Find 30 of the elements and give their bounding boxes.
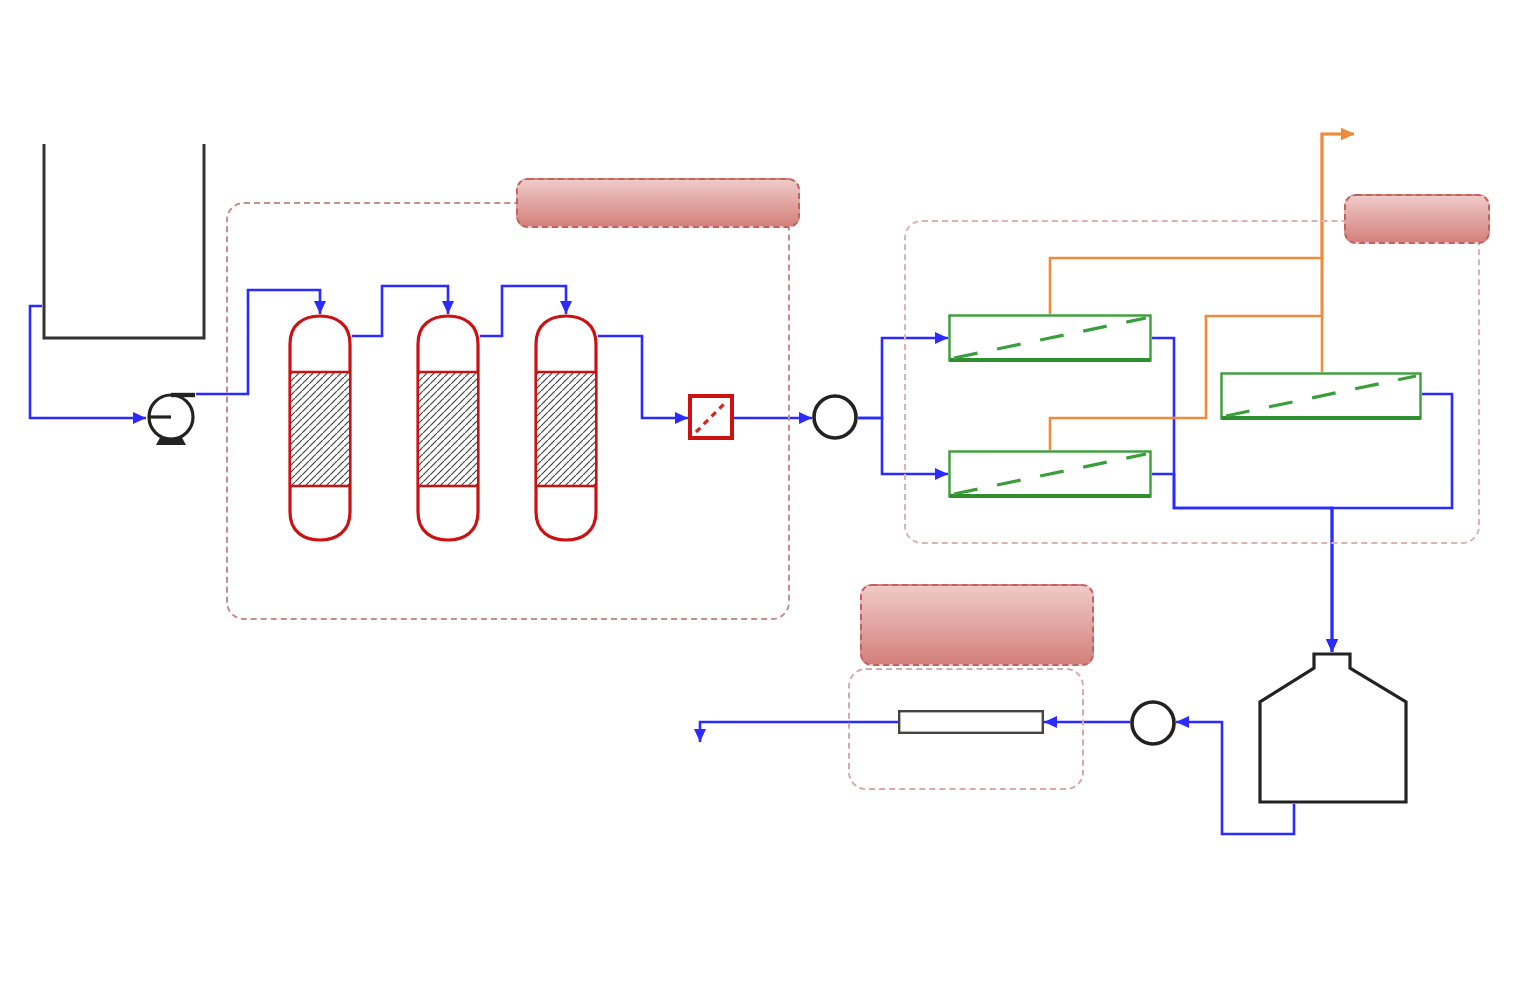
membrane-module — [947, 313, 1151, 361]
group-frame — [848, 668, 1084, 790]
header-bar — [516, 178, 800, 228]
flow-arrow — [1320, 128, 1354, 372]
group-frame — [904, 220, 1480, 544]
flow-arrow — [694, 720, 898, 742]
flow-arrow — [1176, 716, 1296, 836]
flow-arrow — [598, 334, 688, 424]
packed-column — [533, 313, 597, 541]
flow-arrow — [1326, 392, 1454, 652]
flow-arrow — [196, 288, 326, 396]
pump-symbol — [146, 392, 196, 446]
flow-arrow — [858, 416, 948, 480]
header-bar — [860, 584, 1094, 666]
header-bar — [1344, 194, 1490, 244]
circle-symbol — [1130, 700, 1176, 746]
packed-column — [415, 313, 479, 541]
membrane-module — [947, 449, 1151, 497]
tube-symbol — [897, 709, 1043, 733]
storage-tank — [1258, 652, 1408, 804]
flow-arrow — [352, 284, 454, 338]
flow-arrow — [734, 412, 812, 424]
open-tank — [42, 144, 206, 340]
flow-arrow — [28, 304, 146, 424]
packed-column — [287, 313, 351, 541]
membrane-module — [1219, 371, 1421, 419]
circle-symbol — [812, 394, 858, 440]
filter-symbol — [687, 393, 733, 439]
flow-arrow — [480, 284, 572, 338]
flow-arrow — [1044, 716, 1130, 728]
